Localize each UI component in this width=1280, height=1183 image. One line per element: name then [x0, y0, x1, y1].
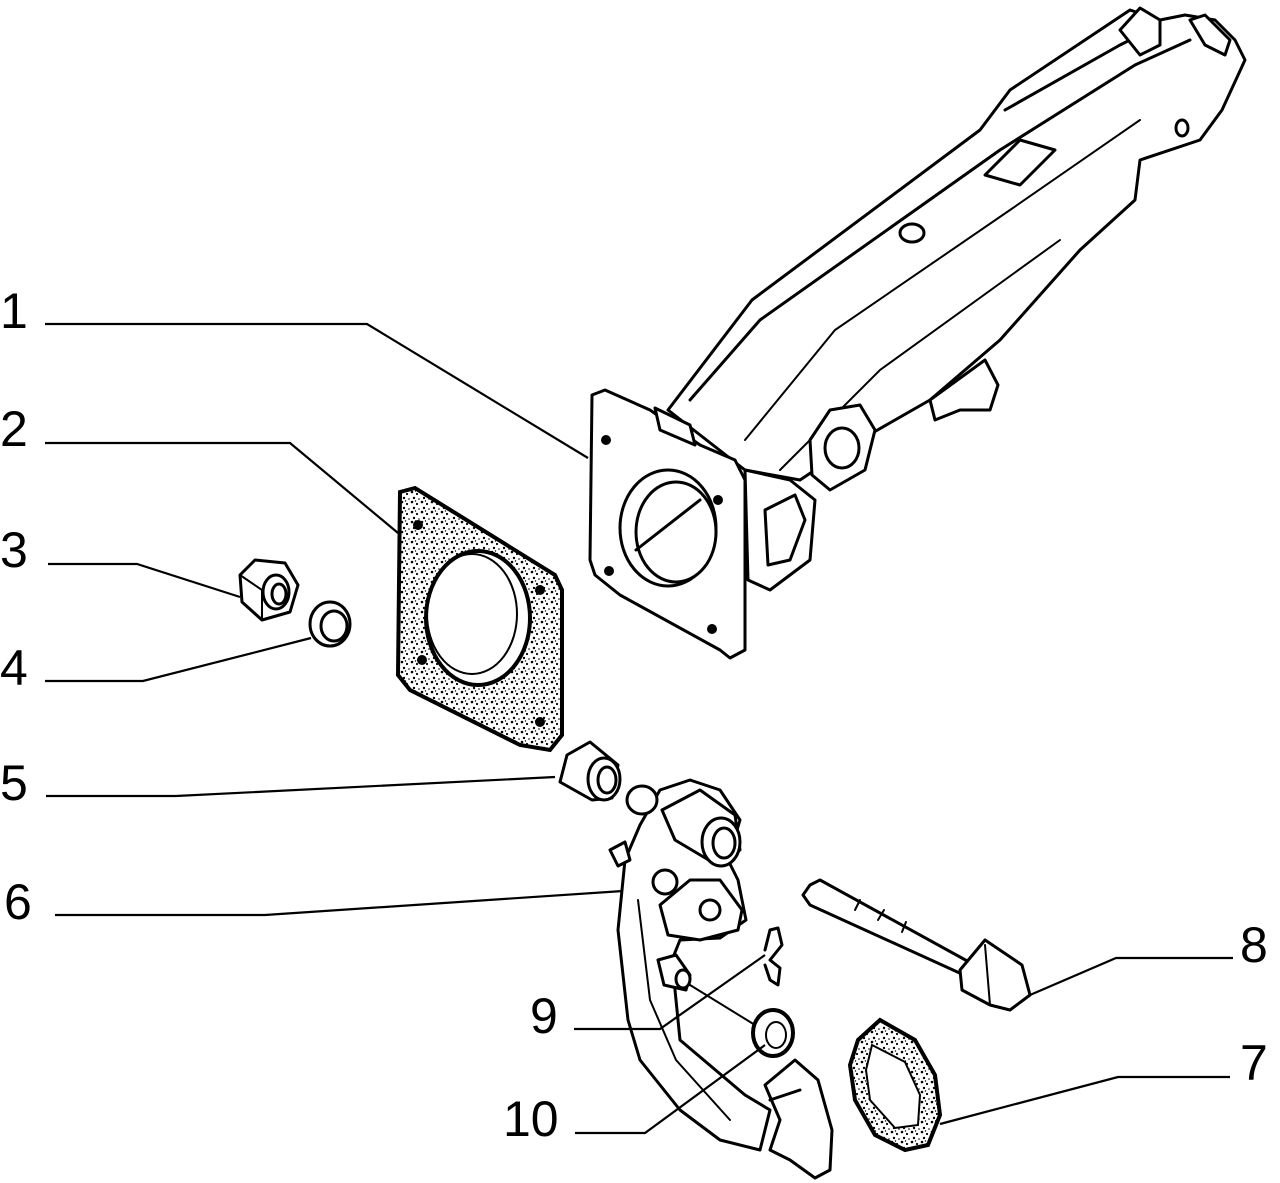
leader-line-1: [45, 322, 589, 459]
callout-9: 9: [530, 988, 558, 1044]
callout-4: 4: [0, 640, 28, 696]
leader-line-3: [48, 562, 241, 599]
callout-8: 8: [1240, 917, 1268, 973]
split-pin: [763, 926, 784, 987]
pedal-pad-rubber: [847, 1017, 943, 1153]
pivot-pin: [801, 878, 1032, 1012]
leader-line-10: [575, 1044, 766, 1135]
callout-6: 6: [4, 874, 32, 930]
leader-line-10-b: [689, 984, 756, 1026]
leader-line-6: [55, 889, 624, 917]
pedal-support-bracket: [588, 6, 1247, 660]
leader-line-7: [939, 1075, 1230, 1126]
leader-line-9: [574, 954, 766, 1031]
spring-washer: [751, 1008, 795, 1058]
brake-pedal: [608, 778, 834, 1180]
callout-7: 7: [1240, 1035, 1268, 1091]
callout-3: 3: [0, 522, 28, 578]
leader-line-8: [1029, 956, 1233, 997]
leader-lines: [45, 322, 1233, 1135]
callout-1: 1: [0, 283, 28, 339]
callout-10: 10: [503, 1091, 559, 1147]
leader-line-4: [45, 636, 312, 683]
callout-5: 5: [0, 755, 28, 811]
washer: [308, 600, 352, 648]
leader-line-2: [45, 441, 399, 534]
gasket: [395, 485, 564, 753]
nut: [238, 558, 300, 622]
callout-2: 2: [0, 401, 28, 457]
bushing: [558, 740, 622, 802]
leader-line-5: [46, 775, 556, 798]
